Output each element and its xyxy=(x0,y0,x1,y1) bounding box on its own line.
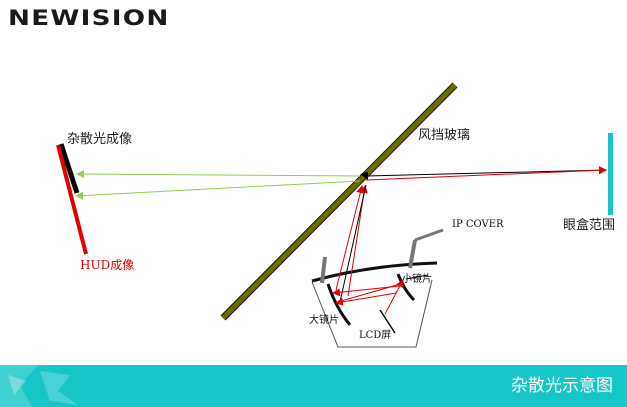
pointer-small-mirror xyxy=(405,274,429,280)
label-stray-image: 杂散光成像 xyxy=(67,132,132,147)
hud-housing xyxy=(311,279,433,348)
lcd-screen xyxy=(379,309,396,334)
small-mirror xyxy=(396,273,416,302)
optical-path-lcd-to-small xyxy=(384,279,404,315)
label-ip-cover: IP COVER xyxy=(452,219,504,230)
footer-decoration xyxy=(0,365,78,407)
optical-path-return xyxy=(335,292,397,306)
stray-ray-upper xyxy=(76,170,361,179)
footer-title: 杂散光示意图 xyxy=(511,376,613,396)
hud-image-bar xyxy=(56,144,88,255)
label-lcd: LCD屏 xyxy=(359,329,391,341)
eyebox-bar xyxy=(608,133,613,215)
label-eyebox: 眼盒范围 xyxy=(563,217,615,233)
stray-light-diagram: 杂散光成像 风挡玻璃 HUD成像 眼盒范围 IP COVER 小镜片 大镜片 L… xyxy=(56,82,615,348)
large-mirror xyxy=(326,283,352,326)
ray-to-eyebox-black xyxy=(365,166,607,177)
label-large-mirror: 大镜片 xyxy=(309,313,339,326)
stray-ray-lower xyxy=(75,180,361,200)
ip-cover-arm xyxy=(414,228,444,242)
label-hud-image: HUD成像 xyxy=(80,258,134,272)
ip-cover-right-flap xyxy=(408,239,417,269)
newision-logo: NEWISION xyxy=(8,6,170,30)
ip-cover xyxy=(311,261,438,283)
ray-to-eyebox-red xyxy=(365,166,607,181)
footer-bar: 杂散光示意图 xyxy=(0,365,627,407)
ip-cover-left-flap xyxy=(320,256,327,284)
label-windshield: 风挡玻璃 xyxy=(418,128,470,143)
optical-path-main xyxy=(335,185,365,291)
label-small-mirror: 小镜片 xyxy=(402,272,432,285)
stray-image-bar xyxy=(58,143,80,194)
